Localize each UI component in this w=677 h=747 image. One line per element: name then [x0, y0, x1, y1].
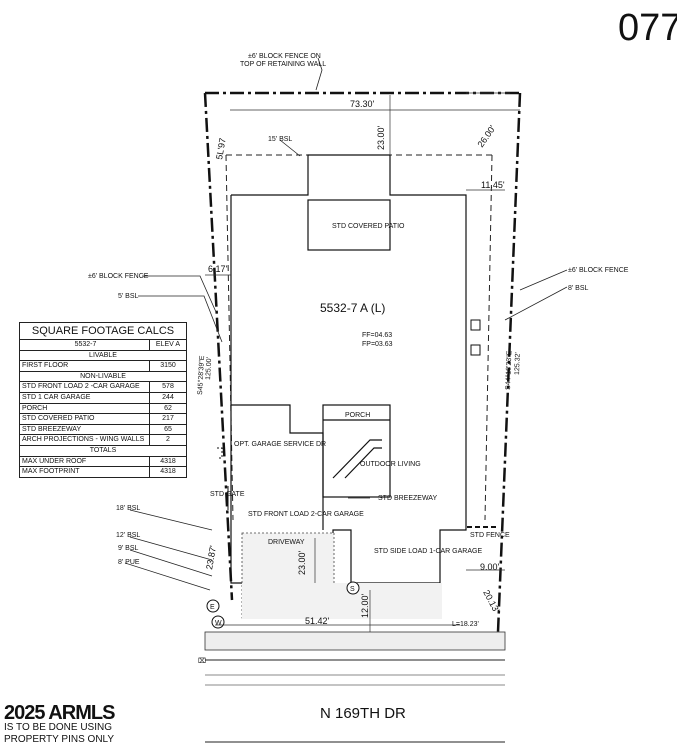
sqft-row: ARCH PROJECTIONS - WING WALLS 2 [20, 435, 186, 446]
sqft-row-value: 217 [149, 414, 186, 424]
plan-label: 5532-7 A (L) [320, 301, 385, 315]
sqft-col1: 5532-7 [74, 341, 97, 348]
sqft-table-header: 5532-7 ELEV A [20, 340, 186, 351]
street-name: N 169TH DR [320, 705, 406, 722]
sqft-row-value: 4318 [149, 456, 186, 467]
sqft-row: MAX FOOTPRINT 4318 [20, 467, 186, 477]
marker-e: E [210, 604, 215, 611]
sqft-table-title: SQUARE FOOTAGE CALCS [20, 323, 186, 340]
footer-note-line1: IS TO BE DONE USING [4, 722, 112, 733]
sqft-row: STD FRONT LOAD 2 -CAR GARAGE 578 [20, 382, 186, 393]
bsl-right: 8' BSL [568, 285, 589, 292]
dim-side-setback: 12.00' [360, 593, 370, 618]
wing-walls [217, 447, 229, 510]
std-side-load: STD SIDE LOAD 1-CAR GARAGE [374, 548, 482, 555]
dim-rear-width: 73.30' [350, 99, 375, 109]
driveway-label: DRIVEWAY [268, 539, 305, 546]
block-fence-top-2: TOP OF RETAINING WALL [240, 61, 326, 68]
sqft-col2: ELEV A [149, 340, 186, 350]
std-breezeway: STD BREEZEWAY [378, 495, 437, 502]
sqft-row-label: STD FRONT LOAD 2 -CAR GARAGE [22, 383, 140, 391]
finish-pad: FP=03.63 [362, 341, 393, 348]
std-covered-patio: STD COVERED PATIO [332, 223, 405, 230]
dim-left-len: 125.00' [205, 357, 213, 380]
sqft-section-header: LIVABLE [20, 351, 186, 362]
setback-lines [225, 154, 493, 521]
footer-note: 2025 ARMLS IS TO BE DONE USING PROPERTY … [4, 702, 128, 746]
sqft-section-label: TOTALS [89, 446, 117, 454]
footer-note-line2: PROPERTY PINS ONLY [4, 734, 115, 745]
sidewalk [204, 631, 506, 651]
dim-rear-setback: 23.00' [376, 125, 386, 150]
opt-garage: OPT. GARAGE SERVICE DR [234, 441, 326, 448]
dim-left-top: 5L'97 [214, 137, 228, 160]
utility-markers [206, 319, 481, 629]
dim-left-offset: 6.17' [208, 264, 228, 274]
std-gate: STD GATE [210, 491, 245, 498]
porch-label: PORCH [345, 412, 370, 419]
dim-right-offset: 11.45' [481, 180, 505, 190]
sqft-section-label: NON-LIVABLE [80, 372, 126, 380]
sqft-row-value: 244 [149, 392, 186, 403]
dim-right-len: 125.32' [514, 352, 522, 375]
sqft-row-value: 62 [149, 403, 186, 414]
dim-left-bearing: S45°28'39"E [196, 355, 206, 395]
marker-w: W [215, 620, 222, 627]
sqft-row-label: ARCH PROJECTIONS - WING WALLS [22, 436, 145, 444]
sqft-section-label: LIVABLE [89, 351, 117, 359]
bsl-12: 12' BSL [116, 532, 140, 539]
sqft-row-value: 65 [149, 424, 186, 435]
dim-right-bearing: S44°18'23"E [504, 350, 513, 390]
dimension-lines [205, 92, 520, 632]
sqft-row-label: STD BREEZEWAY [22, 425, 82, 433]
dim-front-left: 23.87' [204, 544, 218, 570]
dim-front-width: 51.42' [305, 616, 330, 626]
dim-right-front: 9.00' [480, 562, 500, 572]
dim-front-setback: 23.00' [297, 550, 307, 575]
sqft-row-value: 578 [149, 382, 186, 392]
sqft-row: STD BREEZEWAY 65 [20, 424, 186, 436]
arc-length: L=18.23' [452, 621, 479, 628]
sqft-row: PORCH 62 [20, 403, 186, 415]
sqft-row: STD 1 CAR GARAGE 244 [20, 392, 186, 404]
std-fence: STD FENCE [470, 532, 510, 539]
corner-marker: ⌧ [198, 657, 206, 665]
sqft-row-label: MAX UNDER ROOF [22, 457, 87, 465]
leader-lines [124, 57, 568, 591]
block-fence-right: ±6' BLOCK FENCE [568, 267, 629, 274]
finish-floor: FF=04.63 [362, 332, 392, 339]
bsl-9: 9' BSL [118, 545, 139, 552]
block-fence-top-1: ±6' BLOCK FENCE ON [248, 53, 321, 60]
marker-s: S [350, 586, 355, 593]
sqft-row-value: 3150 [149, 361, 186, 371]
sqft-row-label: STD 1 CAR GARAGE [22, 393, 91, 401]
sqft-row: STD COVERED PATIO 217 [20, 414, 186, 425]
sqft-row-value: 2 [149, 435, 186, 445]
street-lines [205, 659, 505, 743]
sqft-row-value: 4318 [149, 467, 186, 477]
sqft-row: FIRST FLOOR 3150 [20, 361, 186, 372]
pue-8: 8' PUE [118, 559, 140, 566]
sqft-section-header: TOTALS [20, 446, 186, 457]
bsl-left: 5' BSL [118, 293, 139, 300]
sqft-row-label: PORCH [22, 404, 48, 412]
watermark-text: 2025 ARMLS [4, 702, 115, 724]
sqft-row-label: FIRST FLOOR [22, 362, 69, 370]
sqft-row-label: STD COVERED PATIO [22, 415, 95, 423]
sqft-row: MAX UNDER ROOF 4318 [20, 456, 186, 468]
dim-right-angle: 26.00' [475, 123, 497, 149]
sqft-table: SQUARE FOOTAGE CALCS 5532-7 ELEV A LIVAB… [19, 322, 187, 478]
sqft-section-header: NON-LIVABLE [20, 372, 186, 383]
sheet-number: 077 [618, 7, 677, 49]
sqft-row-label: MAX FOOTPRINT [22, 468, 80, 476]
house-footprint [230, 154, 467, 584]
bsl-rear: 15' BSL [268, 136, 292, 143]
std-front-load: STD FRONT LOAD 2-CAR GARAGE [248, 511, 364, 518]
outdoor-living: OUTDOOR LIVING [360, 461, 421, 468]
driveway-area [241, 532, 442, 619]
bsl-18: 18' BSL [116, 505, 140, 512]
block-fence-left: ±6' BLOCK FENCE [88, 273, 149, 280]
